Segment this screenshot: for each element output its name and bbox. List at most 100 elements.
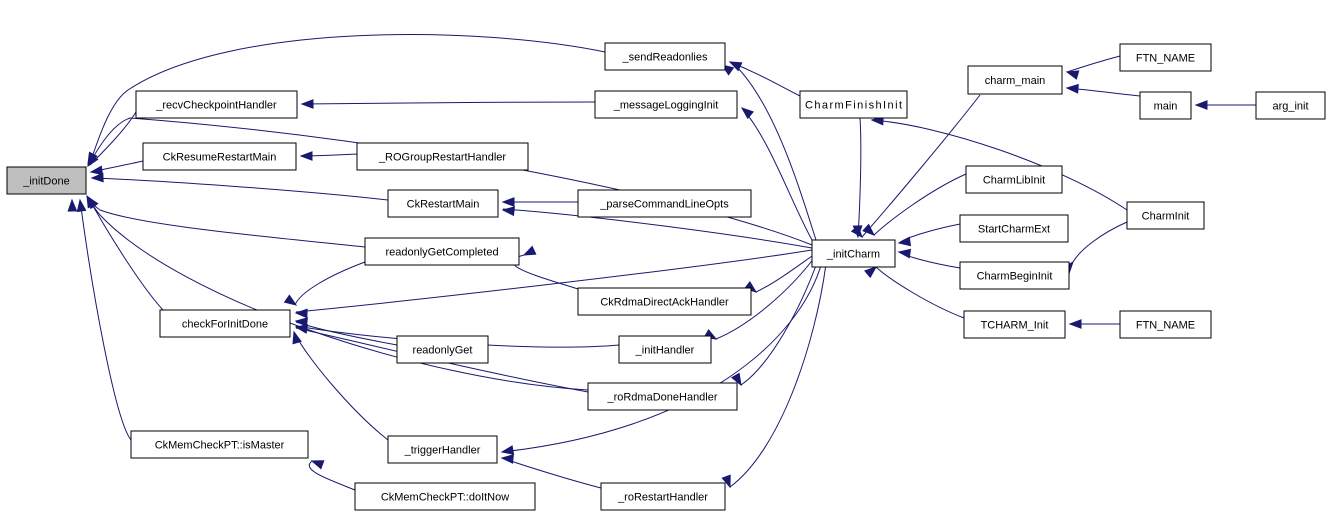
edge-initCharm-to-ckRdmaDirectAckHandler <box>755 255 813 293</box>
node-initDone[interactable]: _initDone <box>6 166 87 195</box>
node-ckRdmaDirectAckHandler[interactable]: CkRdmaDirectAckHandler <box>577 287 752 316</box>
node-main[interactable]: main <box>1139 91 1192 120</box>
node-box[interactable] <box>600 482 726 511</box>
node-ckResumeRestartMain[interactable]: CkResumeRestartMain <box>142 142 297 171</box>
edge-charmFinishInit-to-sendReadonlies <box>729 61 801 97</box>
node-box[interactable] <box>965 165 1063 194</box>
node-roRdmaDoneHandler[interactable]: _roRdmaDoneHandler <box>587 382 738 411</box>
node-ckMemCheckPTdoItNow[interactable]: CkMemCheckPT::doItNow <box>354 482 536 511</box>
node-box[interactable] <box>396 335 489 364</box>
node-label: readonlyGetCompleted <box>385 246 498 258</box>
node-checkForInitDone[interactable]: checkForInitDone <box>159 309 291 338</box>
edge-initCharm-to-initHandler <box>715 257 815 340</box>
edge-charmMain-to-initCharm <box>861 94 981 238</box>
edge-charmFinishInit-to-initCharm <box>857 117 862 238</box>
node-recvCheckpointHandler[interactable]: _recvCheckpointHandler <box>135 90 298 119</box>
edge-initCharm-to-roRdmaDoneHandler <box>740 259 819 386</box>
arrowhead <box>501 197 515 207</box>
edge-initCharm-to-ckRestartMain <box>502 208 813 249</box>
node-label: _roRestartHandler <box>617 491 708 503</box>
node-box[interactable] <box>6 166 87 195</box>
node-box[interactable] <box>577 287 752 316</box>
arrowhead <box>90 172 104 183</box>
node-box[interactable] <box>364 237 520 266</box>
node-label: _sendReadonlies <box>621 51 708 63</box>
node-box[interactable] <box>1139 91 1192 120</box>
node-ckMemCheckPTisMaster[interactable]: CkMemCheckPT::isMaster <box>130 430 309 459</box>
node-box[interactable] <box>959 214 1069 243</box>
node-ckRestartMain[interactable]: CkRestartMain <box>387 189 499 218</box>
node-box[interactable] <box>130 430 309 459</box>
node-box[interactable] <box>604 42 726 71</box>
node-box[interactable] <box>159 309 291 338</box>
node-box[interactable] <box>967 65 1063 95</box>
node-charmInit[interactable]: CharmInit <box>1126 201 1205 230</box>
edge-tcharmInit-to-initCharm <box>875 266 965 319</box>
arrowhead <box>294 324 309 334</box>
node-charmLibInit[interactable]: CharmLibInit <box>965 165 1063 194</box>
node-label: StartCharmExt <box>978 223 1050 235</box>
node-label: readonlyGet <box>413 344 473 356</box>
node-box[interactable] <box>811 239 896 268</box>
edge-layer <box>79 34 1256 491</box>
arrowhead <box>1068 319 1082 329</box>
edge-ckMemCheckPTdoItNow-to-ckMemCheckPTisMaster <box>308 460 356 491</box>
arrowhead <box>292 330 302 345</box>
node-sendReadonlies[interactable]: _sendReadonlies <box>604 42 726 71</box>
edge-readonlyGetCompleted-to-initDone <box>86 195 366 248</box>
arrowhead <box>500 445 515 455</box>
node-charmBeginInit[interactable]: CharmBeginInit <box>959 261 1070 290</box>
node-charmFinishInit[interactable]: CharmFinishInit <box>799 90 908 119</box>
node-readonlyGet[interactable]: readonlyGet <box>396 335 489 364</box>
arrowhead <box>730 372 742 387</box>
node-label: _initDone <box>22 175 69 187</box>
node-startCharmExt[interactable]: StartCharmExt <box>959 214 1069 243</box>
node-box[interactable] <box>618 335 712 364</box>
node-ftnName1[interactable]: FTN_NAME <box>1119 43 1212 72</box>
node-box[interactable] <box>577 189 752 218</box>
node-box[interactable] <box>587 382 738 411</box>
edge-initCharm-to-triggerHandler <box>501 261 823 453</box>
node-box[interactable] <box>135 90 298 119</box>
node-box[interactable] <box>959 261 1070 290</box>
node-box[interactable] <box>1119 310 1212 339</box>
edge-initCharm-to-sendReadonlies <box>734 64 817 241</box>
node-box[interactable] <box>1126 201 1205 230</box>
node-roRestartHandler[interactable]: _roRestartHandler <box>600 482 726 511</box>
node-label: TCHARM_Init <box>981 319 1049 331</box>
node-box[interactable] <box>594 90 738 119</box>
node-box[interactable] <box>387 435 498 464</box>
node-messageLoggingInit[interactable]: _messageLoggingInit <box>594 90 738 119</box>
edge-messageLoggingInit-to-recvCheckpointHandler <box>301 101 596 105</box>
node-box[interactable] <box>1255 91 1326 120</box>
edge-charmInit-to-initCharm <box>871 119 1128 211</box>
arrowhead <box>294 317 308 328</box>
edge-ckRestartMain-to-initDone <box>91 177 389 201</box>
node-argInit[interactable]: arg_init <box>1255 91 1326 120</box>
node-label: _parseCommandLineOpts <box>599 198 729 210</box>
node-label: _initCharm <box>826 248 880 260</box>
node-box[interactable] <box>1119 43 1212 72</box>
node-initCharm[interactable]: _initCharm <box>811 239 896 268</box>
node-box[interactable] <box>142 142 297 171</box>
node-initHandler[interactable]: _initHandler <box>618 335 712 364</box>
edge-initCharm-to-initDone <box>87 117 813 246</box>
node-box[interactable] <box>354 482 536 511</box>
edge-recvCheckpointHandler-to-initDone <box>89 111 137 166</box>
node-label: _messageLoggingInit <box>613 99 719 111</box>
node-ftnName2[interactable]: FTN_NAME <box>1119 310 1212 339</box>
node-box[interactable] <box>799 90 908 119</box>
node-parseCommandLineOpts[interactable]: _parseCommandLineOpts <box>577 189 752 218</box>
node-triggerHandler[interactable]: _triggerHandler <box>387 435 498 464</box>
arrowhead <box>721 474 731 489</box>
node-readonlyGetCompleted[interactable]: readonlyGetCompleted <box>364 237 520 266</box>
node-box[interactable] <box>963 310 1066 339</box>
node-charmMain[interactable]: charm_main <box>967 65 1063 95</box>
arrowhead <box>897 236 912 247</box>
arrowhead <box>728 61 743 72</box>
node-box[interactable] <box>356 142 529 171</box>
node-box[interactable] <box>387 189 499 218</box>
arrowhead <box>852 225 863 239</box>
node-tcharmInit[interactable]: TCHARM_Init <box>963 310 1066 339</box>
node-roGroupRestartHandler[interactable]: _ROGroupRestartHandler <box>356 142 529 171</box>
